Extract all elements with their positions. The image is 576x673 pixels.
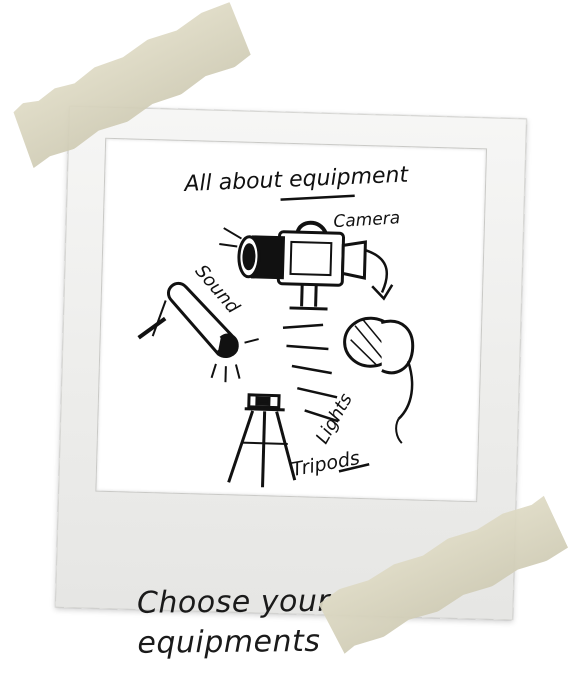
label-camera: Camera: [333, 208, 401, 232]
light-icon: [342, 317, 414, 443]
label-lights: Lights: [312, 390, 357, 448]
equipment-sketch: All about equipment Camera: [96, 139, 486, 501]
label-tripods: Tripods: [290, 447, 362, 481]
title-underline: [281, 194, 355, 202]
camera-icon: [218, 220, 394, 311]
sketch-title: All about equipment: [182, 163, 410, 197]
photo-area: All about equipment Camera: [95, 138, 487, 503]
tripod-icon: [229, 394, 298, 488]
microphone-icon: [137, 282, 260, 383]
